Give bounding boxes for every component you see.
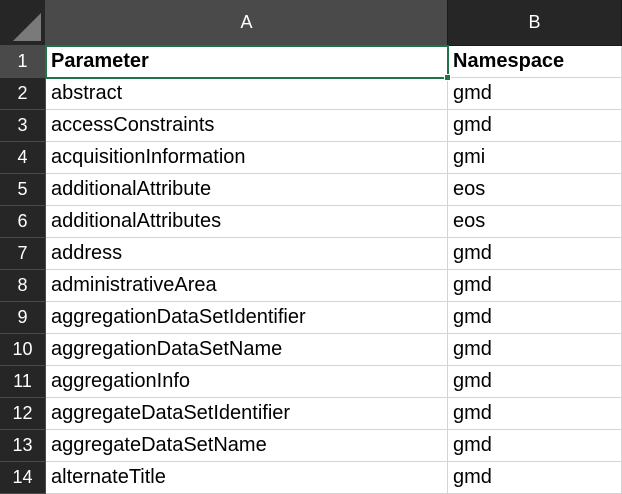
parameter-cell[interactable]: additionalAttribute bbox=[46, 174, 448, 206]
namespace-cell[interactable]: gmd bbox=[448, 430, 622, 462]
row-header[interactable]: 14 bbox=[0, 462, 46, 494]
row-header[interactable]: 2 bbox=[0, 78, 46, 110]
namespace-cell[interactable]: gmd bbox=[448, 334, 622, 366]
namespace-cell[interactable]: gmd bbox=[448, 398, 622, 430]
column-header-a[interactable]: A bbox=[46, 0, 448, 46]
namespace-cell[interactable]: gmd bbox=[448, 302, 622, 334]
column-header-b[interactable]: B bbox=[448, 0, 622, 46]
parameter-cell[interactable]: aggregationDataSetName bbox=[46, 334, 448, 366]
namespace-cell[interactable]: gmd bbox=[448, 238, 622, 270]
row-header[interactable]: 6 bbox=[0, 206, 46, 238]
cell-b1[interactable]: Namespace bbox=[448, 46, 622, 78]
row-header[interactable]: 9 bbox=[0, 302, 46, 334]
select-all-corner[interactable] bbox=[0, 0, 46, 46]
namespace-cell[interactable]: gmd bbox=[448, 366, 622, 398]
parameter-cell[interactable]: acquisitionInformation bbox=[46, 142, 448, 174]
parameter-cell[interactable]: aggregationInfo bbox=[46, 366, 448, 398]
row-header[interactable]: 10 bbox=[0, 334, 46, 366]
namespace-cell[interactable]: gmi bbox=[448, 142, 622, 174]
row-header[interactable]: 4 bbox=[0, 142, 46, 174]
namespace-cell[interactable]: gmd bbox=[448, 270, 622, 302]
row-header[interactable]: 8 bbox=[0, 270, 46, 302]
parameter-cell[interactable]: abstract bbox=[46, 78, 448, 110]
fill-handle[interactable] bbox=[444, 74, 451, 81]
row-header[interactable]: 12 bbox=[0, 398, 46, 430]
parameter-cell[interactable]: accessConstraints bbox=[46, 110, 448, 142]
row-header[interactable]: 13 bbox=[0, 430, 46, 462]
parameter-cell[interactable]: aggregationDataSetIdentifier bbox=[46, 302, 448, 334]
row-header[interactable]: 1 bbox=[0, 46, 46, 78]
row-header[interactable]: 7 bbox=[0, 238, 46, 270]
parameter-cell[interactable]: additionalAttributes bbox=[46, 206, 448, 238]
namespace-cell[interactable]: eos bbox=[448, 174, 622, 206]
parameter-cell[interactable]: alternateTitle bbox=[46, 462, 448, 494]
parameter-cell[interactable]: administrativeArea bbox=[46, 270, 448, 302]
parameter-cell[interactable]: aggregateDataSetName bbox=[46, 430, 448, 462]
row-header[interactable]: 11 bbox=[0, 366, 46, 398]
namespace-cell[interactable]: gmd bbox=[448, 462, 622, 494]
row-header[interactable]: 3 bbox=[0, 110, 46, 142]
namespace-cell[interactable]: gmd bbox=[448, 78, 622, 110]
parameter-cell[interactable]: aggregateDataSetIdentifier bbox=[46, 398, 448, 430]
row-header[interactable]: 5 bbox=[0, 174, 46, 206]
select-all-triangle-icon bbox=[13, 13, 41, 41]
namespace-cell[interactable]: gmd bbox=[448, 110, 622, 142]
namespace-cell[interactable]: eos bbox=[448, 206, 622, 238]
parameter-cell[interactable]: address bbox=[46, 238, 448, 270]
cell-a1[interactable]: Parameter bbox=[46, 46, 448, 78]
